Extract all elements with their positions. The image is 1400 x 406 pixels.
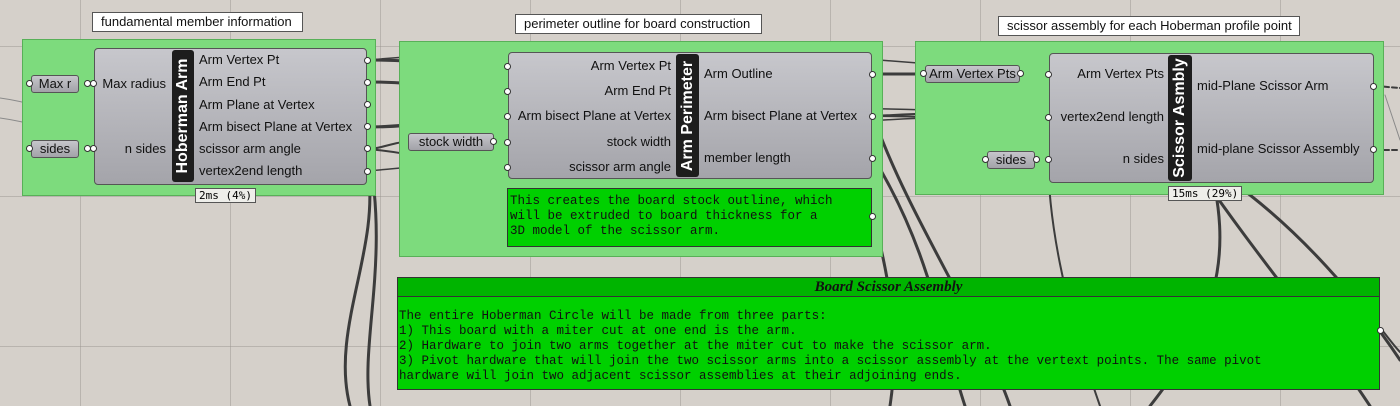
arm-perimeter-title-bar: Arm Perimeter	[676, 54, 699, 177]
component-hoberman-arm[interactable]	[94, 48, 367, 185]
hoberman-port-in-0[interactable]	[90, 80, 97, 87]
hoberman-output-arm-bisect-plane: Arm bisect Plane at Vertex	[199, 119, 353, 134]
perimeter-input-arm-bisect-plane: Arm bisect Plane at Vertex	[517, 108, 671, 123]
panel-outline-text: This creates the board stock outline, wh…	[510, 194, 833, 238]
scissor-output-mid-plane-arm: mid-Plane Scissor Arm	[1197, 78, 1329, 93]
scissor-port-in-1[interactable]	[1045, 114, 1052, 121]
param-max-r-input-port[interactable]	[26, 80, 33, 87]
hoberman-port-out-2[interactable]	[364, 101, 371, 108]
hoberman-input-max-radius: Max radius	[102, 76, 166, 91]
perimeter-port-in-4[interactable]	[504, 164, 511, 171]
param-sides-left-input-port[interactable]	[26, 145, 33, 152]
hoberman-arm-title: Hoberman Arm	[174, 58, 191, 174]
panel-outline-output-port[interactable]	[869, 213, 876, 220]
param-stock-width[interactable]: stock width	[408, 133, 494, 151]
param-arm-vertex-pts[interactable]: Arm Vertex Pts	[925, 65, 1020, 83]
scissor-asmbly-title: Scissor Asmbly	[1171, 58, 1188, 178]
panel-outline-note[interactable]: This creates the board stock outline, wh…	[507, 188, 872, 247]
perimeter-port-out-1[interactable]	[869, 113, 876, 120]
scissor-port-out-0[interactable]	[1370, 83, 1377, 90]
perimeter-output-arm-bisect-plane: Arm bisect Plane at Vertex	[704, 108, 858, 123]
panel-assembly-title: Board Scissor Assembly	[398, 278, 1379, 297]
perimeter-input-stock-width: stock width	[606, 134, 671, 149]
hoberman-output-arm-plane: Arm Plane at Vertex	[199, 97, 315, 112]
hoberman-output-scissor-arm-angle: scissor arm angle	[199, 141, 301, 156]
perimeter-port-in-3[interactable]	[504, 139, 511, 146]
param-sides-right-input-port[interactable]	[982, 156, 989, 163]
param-arm-vertex-pts-output-port[interactable]	[1017, 70, 1024, 77]
perimeter-input-arm-vertex-pt: Arm Vertex Pt	[590, 58, 671, 73]
perimeter-port-in-1[interactable]	[504, 88, 511, 95]
param-stock-width-output-port[interactable]	[490, 138, 497, 145]
param-sides-right[interactable]: sides	[987, 151, 1035, 169]
scissor-input-n-sides: n sides	[1122, 151, 1164, 166]
hoberman-port-out-0[interactable]	[364, 57, 371, 64]
group-title-perimeter: perimeter outline for board construction	[515, 14, 762, 34]
scissor-output-mid-plane-assembly: mid-plane Scissor Assembly	[1197, 141, 1360, 156]
perimeter-input-arm-end-pt: Arm End Pt	[604, 83, 671, 98]
perimeter-output-arm-outline: Arm Outline	[704, 66, 773, 81]
hoberman-port-in-1[interactable]	[90, 145, 97, 152]
perimeter-port-in-0[interactable]	[504, 63, 511, 70]
hoberman-port-out-1[interactable]	[364, 79, 371, 86]
hoberman-output-arm-vertex-pt: Arm Vertex Pt	[199, 52, 280, 67]
hoberman-timer: 2ms (4%)	[195, 188, 256, 203]
scissor-asmbly-title-bar: Scissor Asmbly	[1168, 55, 1192, 181]
hoberman-port-out-4[interactable]	[364, 145, 371, 152]
hoberman-port-out-5[interactable]	[364, 168, 371, 175]
hoberman-output-vertex2end-length: vertex2end length	[199, 163, 303, 178]
panel-assembly-body: The entire Hoberman Circle will be made …	[399, 309, 1262, 383]
hoberman-output-arm-end-pt: Arm End Pt	[199, 74, 266, 89]
scissor-port-out-1[interactable]	[1370, 146, 1377, 153]
hoberman-arm-title-bar: Hoberman Arm	[172, 50, 194, 182]
scissor-input-arm-vertex-pts: Arm Vertex Pts	[1077, 66, 1164, 81]
group-title-fundamental: fundamental member information	[92, 12, 303, 32]
param-sides-right-output-port[interactable]	[1033, 156, 1040, 163]
perimeter-output-member-length: member length	[704, 150, 791, 165]
hoberman-port-out-3[interactable]	[364, 123, 371, 130]
scissor-port-in-0[interactable]	[1045, 71, 1052, 78]
param-arm-vertex-pts-input-port[interactable]	[920, 70, 927, 77]
perimeter-port-in-2[interactable]	[504, 113, 511, 120]
param-max-r[interactable]: Max r	[31, 75, 79, 93]
panel-assembly-output-port[interactable]	[1377, 327, 1384, 334]
param-sides-left[interactable]: sides	[31, 140, 79, 158]
scissor-port-in-2[interactable]	[1045, 156, 1052, 163]
panel-board-scissor-assembly[interactable]: Board Scissor Assembly The entire Hoberm…	[397, 277, 1380, 390]
perimeter-port-out-0[interactable]	[869, 71, 876, 78]
arm-perimeter-title: Arm Perimeter	[678, 60, 696, 171]
group-title-scissor: scissor assembly for each Hoberman profi…	[998, 16, 1300, 36]
scissor-input-vertex2end-length: vertex2end length	[1060, 109, 1164, 124]
scissor-timer: 15ms (29%)	[1168, 186, 1243, 201]
perimeter-input-scissor-arm-angle: scissor arm angle	[569, 159, 671, 174]
hoberman-input-n-sides: n sides	[124, 141, 166, 156]
perimeter-port-out-2[interactable]	[869, 155, 876, 162]
